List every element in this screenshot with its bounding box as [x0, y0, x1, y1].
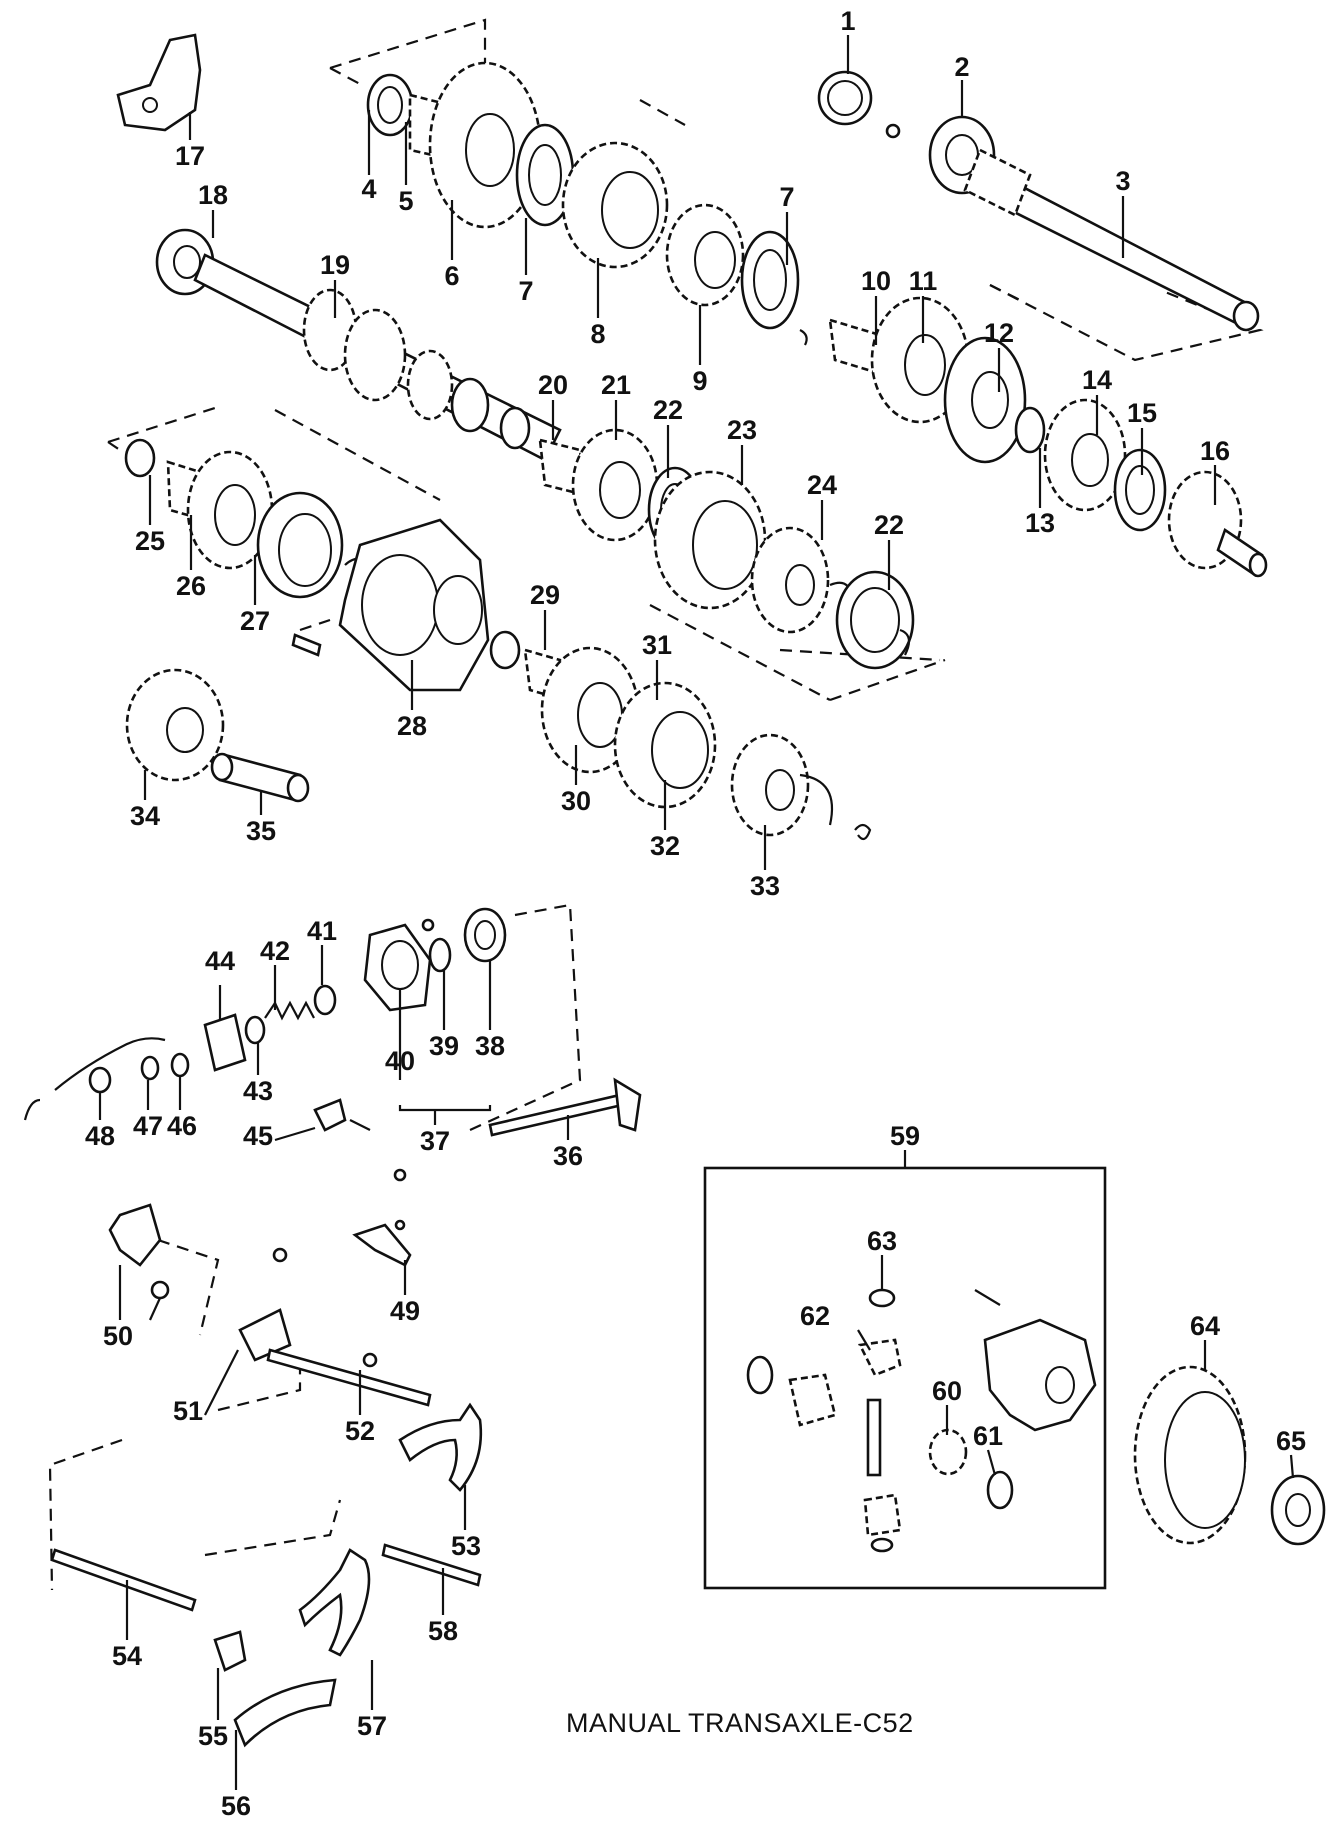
callout-55: 55 [198, 1721, 228, 1751]
callout-36: 36 [553, 1141, 583, 1171]
callout-51: 51 [173, 1396, 203, 1426]
callout-43: 43 [243, 1076, 273, 1106]
callout-46: 46 [167, 1111, 197, 1141]
callout-14: 14 [1082, 365, 1112, 395]
callout-44: 44 [205, 946, 235, 976]
callout-12: 12 [984, 318, 1014, 348]
middle-gear-assembly [538, 428, 946, 702]
differential-box [703, 1166, 1107, 1590]
shift-fork-assembly [48, 1203, 483, 1748]
callout-15: 15 [1127, 398, 1157, 428]
callout-61: 61 [973, 1421, 1003, 1451]
upper-gear-assembly [329, 18, 1268, 578]
callout-numbers: 1 2 3 4 5 6 7 7 8 9 10 11 12 13 14 15 16… [85, 6, 1306, 1821]
callout-34: 34 [130, 801, 160, 831]
diagram-caption: MANUAL TRANSAXLE-C52 [566, 1708, 914, 1738]
callout-22a: 22 [653, 395, 683, 425]
callout-17: 17 [175, 141, 205, 171]
leader-lines [98, 35, 1295, 1790]
callout-2: 2 [954, 52, 969, 82]
callout-22b: 22 [874, 510, 904, 540]
callout-58: 58 [428, 1616, 458, 1646]
callout-32: 32 [650, 831, 680, 861]
callout-39: 39 [429, 1031, 459, 1061]
callout-64: 64 [1190, 1311, 1220, 1341]
callout-33: 33 [750, 871, 780, 901]
callout-3: 3 [1115, 166, 1130, 196]
callout-5: 5 [398, 186, 413, 216]
callout-19: 19 [320, 250, 350, 280]
callout-41: 41 [307, 916, 337, 946]
callout-45: 45 [243, 1121, 273, 1151]
callout-52: 52 [345, 1416, 375, 1446]
callout-23: 23 [727, 415, 757, 445]
callout-6: 6 [444, 261, 459, 291]
callout-9: 9 [692, 366, 707, 396]
counter-shaft-assembly [116, 33, 562, 462]
callout-30: 30 [561, 786, 591, 816]
ring-gear-and-bearing [1133, 1365, 1326, 1546]
callout-54: 54 [112, 1641, 142, 1671]
callout-26: 26 [176, 571, 206, 601]
callout-11: 11 [909, 266, 938, 296]
callout-13: 13 [1025, 508, 1055, 538]
callout-48: 48 [85, 1121, 115, 1151]
callout-28: 28 [397, 711, 427, 741]
callout-59: 59 [890, 1121, 920, 1151]
callout-10: 10 [861, 266, 891, 296]
callout-38: 38 [475, 1031, 505, 1061]
callout-25: 25 [135, 526, 165, 556]
callout-18: 18 [198, 180, 228, 210]
left-middle-assembly [107, 406, 490, 692]
callout-27: 27 [240, 606, 270, 636]
callout-37: 37 [420, 1126, 450, 1156]
shift-control-assembly [23, 903, 642, 1267]
callout-7b: 7 [779, 182, 794, 212]
callout-47: 47 [133, 1111, 163, 1141]
callout-49: 49 [390, 1296, 420, 1326]
callout-42: 42 [260, 936, 290, 966]
lower-gear-assembly [489, 630, 872, 841]
callout-24: 24 [807, 470, 837, 500]
callout-57: 57 [357, 1711, 387, 1741]
callout-1: 1 [840, 6, 855, 36]
callout-4: 4 [361, 174, 376, 204]
callout-7a: 7 [518, 276, 533, 306]
callout-65: 65 [1276, 1426, 1306, 1456]
callout-62: 62 [800, 1301, 830, 1331]
callout-40: 40 [385, 1046, 415, 1076]
callout-60: 60 [932, 1376, 962, 1406]
callout-8: 8 [590, 319, 605, 349]
callout-16: 16 [1200, 436, 1230, 466]
callout-21: 21 [601, 370, 631, 400]
callout-56: 56 [221, 1791, 251, 1821]
callout-29: 29 [530, 580, 560, 610]
callout-31: 31 [642, 630, 672, 660]
callout-53: 53 [451, 1531, 481, 1561]
callout-35: 35 [246, 816, 276, 846]
callout-63: 63 [867, 1226, 897, 1256]
reverse-idler [125, 668, 310, 803]
callout-20: 20 [538, 370, 568, 400]
callout-50: 50 [103, 1321, 133, 1351]
